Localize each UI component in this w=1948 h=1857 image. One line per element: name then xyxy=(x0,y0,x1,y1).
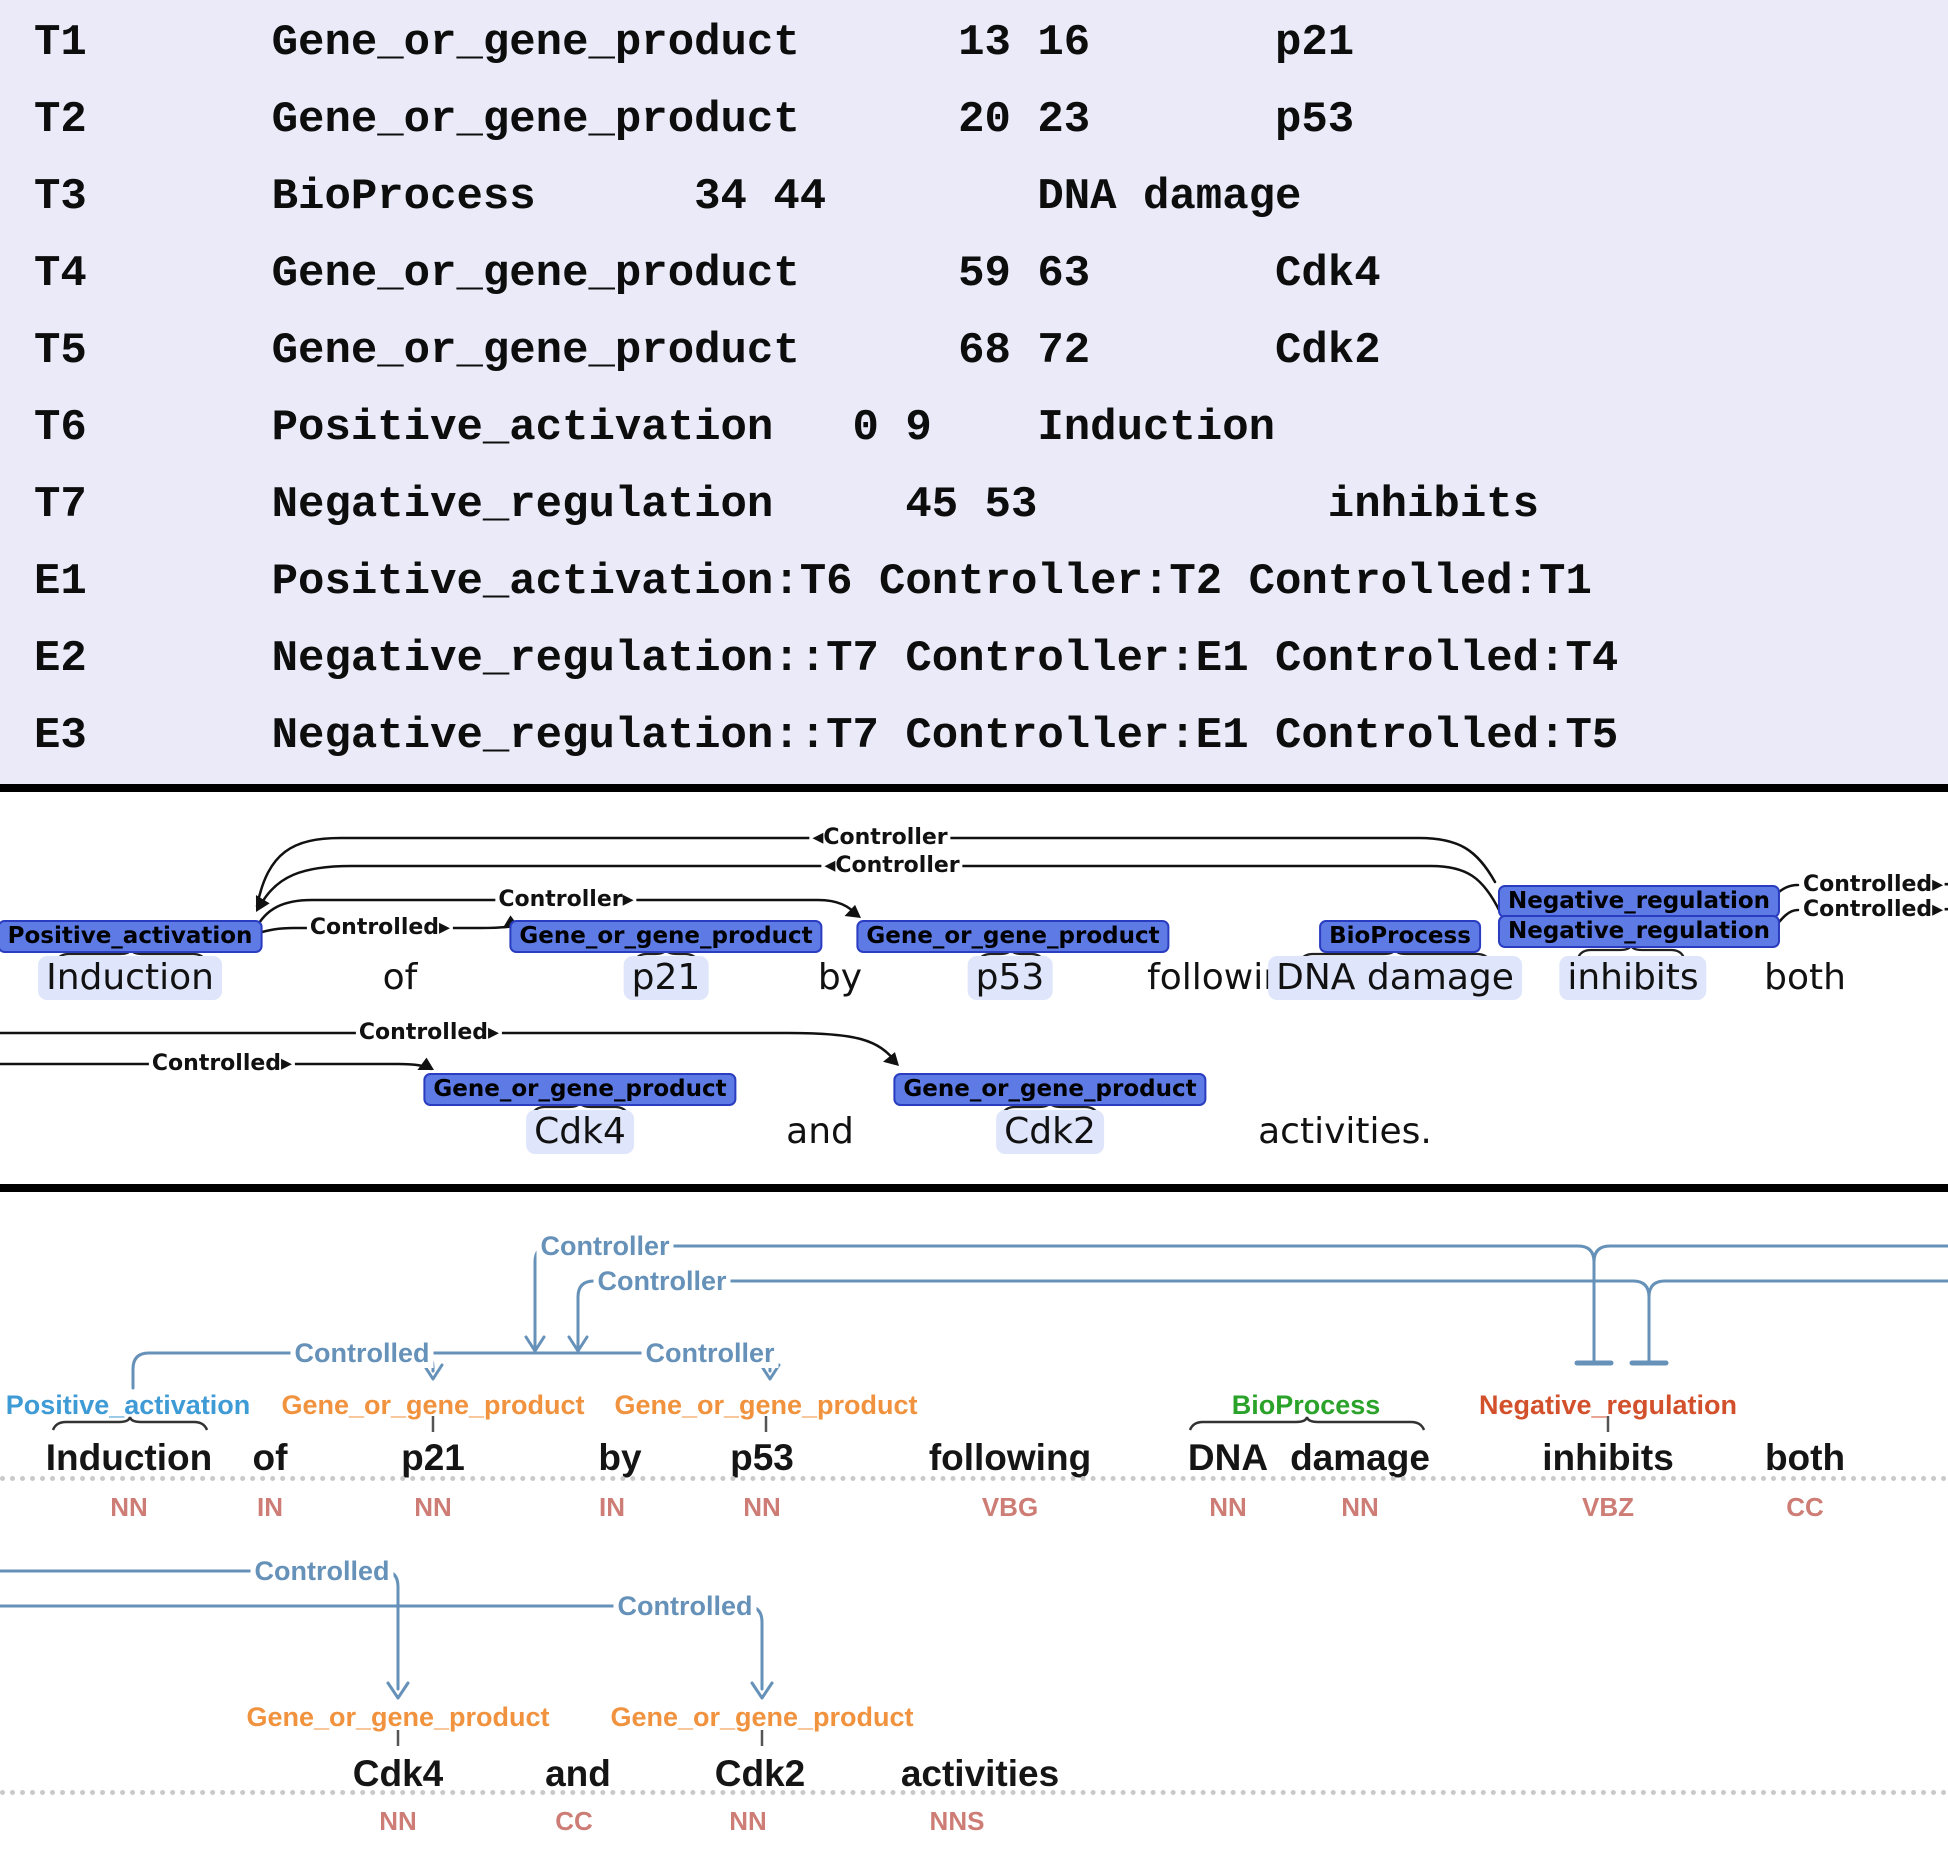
brat-arc-label-controller: Controller▸ xyxy=(495,887,637,913)
annotation-line-T1: T1 Gene_or_gene_product 13 16 p21 xyxy=(34,18,1355,68)
annotation-line-E2: E2 Negative_regulation::T7 Controller:E1… xyxy=(34,634,1619,684)
pos-tag-cc-and: CC xyxy=(555,1806,593,1836)
dep-entity-positive-activation: Positive_activation xyxy=(5,1390,251,1420)
dep-arc-label-controlled-cdk2: Controlled xyxy=(613,1591,757,1621)
dep-token-dna: DNA xyxy=(1187,1437,1269,1478)
dep-token-cdk4: Cdk4 xyxy=(352,1753,444,1794)
brat-token-p21: p21 xyxy=(623,956,709,1000)
annotation-line-T2: T2 Gene_or_gene_product 20 23 p53 xyxy=(34,95,1355,145)
brat-arc-label-controlled-out-1: Controlled▸→ xyxy=(1800,872,1948,898)
pos-tag-nn-p53: NN xyxy=(743,1492,781,1522)
pos-tag-nn-damage: NN xyxy=(1341,1492,1379,1522)
pos-tag-nn-cdk2: NN xyxy=(729,1806,767,1836)
pos-tag-vbz-inhibits: VBZ xyxy=(1582,1492,1634,1522)
entity-box-gene-p21: Gene_or_gene_product xyxy=(509,920,823,953)
entity-box-gene-p53: Gene_or_gene_product xyxy=(856,920,1170,953)
dep-entity-gene-p53: Gene_or_gene_product xyxy=(614,1390,918,1420)
dep-token-inhibits: inhibits xyxy=(1542,1437,1674,1478)
brat-token-cdk2: Cdk2 xyxy=(996,1110,1104,1154)
dep-token-by: by xyxy=(598,1437,642,1478)
brat-arc-label-controlled: Controlled▸ xyxy=(306,915,454,941)
annotation-line-T7: T7 Negative_regulation 45 53 inhibits xyxy=(34,480,1540,530)
pos-tag-nns-activities: NNS xyxy=(929,1806,985,1836)
dep-token-p53: p53 xyxy=(730,1437,794,1478)
annotation-line-T4: T4 Gene_or_gene_product 59 63 Cdk4 xyxy=(34,249,1381,299)
brat-arc-label-controller-e3: ◂Controller xyxy=(821,853,963,879)
brat-token-activities: activities. xyxy=(1258,1111,1432,1152)
dep-token-cdk2: Cdk2 xyxy=(714,1753,806,1794)
token-pos-separator-1 xyxy=(0,1476,1948,1481)
brat-token-cdk4: Cdk4 xyxy=(526,1110,634,1154)
dep-entity-gene-cdk2: Gene_or_gene_product xyxy=(610,1702,914,1732)
brat-token-by: by xyxy=(817,957,863,998)
dep-arc-label-controller-1: Controller xyxy=(536,1231,674,1261)
annotation-line-T6: T6 Positive_activation 0 9 Induction xyxy=(34,403,1276,453)
entity-box-gene-cdk4: Gene_or_gene_product xyxy=(423,1073,737,1106)
annotation-line-E1: E1 Positive_activation:T6 Controller:T2 … xyxy=(34,557,1592,607)
brat-token-and: and xyxy=(786,1111,854,1152)
token-pos-separator-2 xyxy=(0,1790,1948,1795)
brat-arc-label-controlled-cdk2: Controlled▸ xyxy=(355,1020,503,1046)
pos-tag-nn-cdk4: NN xyxy=(379,1806,417,1836)
dep-entity-gene-p21: Gene_or_gene_product xyxy=(281,1390,585,1420)
entity-box-positive-activation: Positive_activation xyxy=(0,920,263,953)
dep-arc-label-controlled-p21: Controlled xyxy=(290,1338,434,1368)
dep-token-following: following xyxy=(928,1437,1092,1478)
pos-tag-vbg-following: VBG xyxy=(981,1492,1039,1522)
entity-box-bioprocess: BioProcess xyxy=(1319,920,1481,953)
brat-token-dna-damage: DNA damage xyxy=(1268,956,1522,1000)
entity-box-gene-cdk2: Gene_or_gene_product xyxy=(893,1073,1207,1106)
entity-box-negative-regulation-2: Negative_regulation xyxy=(1497,915,1781,948)
annotation-line-E3: E3 Negative_regulation::T7 Controller:E1… xyxy=(34,711,1619,761)
pos-tag-in-by: IN xyxy=(599,1492,625,1522)
dep-entity-bioprocess: BioProcess xyxy=(1231,1390,1381,1420)
dep-token-induction: Induction xyxy=(45,1437,213,1478)
pos-tag-nn-p21: NN xyxy=(414,1492,452,1522)
dep-token-activities: activities xyxy=(900,1753,1060,1794)
brat-token-induction: Induction xyxy=(38,956,222,1000)
pos-tag-cc-both: CC xyxy=(1786,1492,1824,1522)
dep-token-p21: p21 xyxy=(401,1437,465,1478)
brat-token-inhibits: inhibits xyxy=(1559,956,1707,1000)
brat-token-both: both xyxy=(1764,957,1846,998)
dep-arc-label-controller-p53: Controller xyxy=(641,1338,779,1368)
dep-entity-gene-cdk4: Gene_or_gene_product xyxy=(246,1702,550,1732)
brat-arc-label-controlled-cdk4: Controlled▸ xyxy=(148,1051,296,1077)
dep-token-damage: damage xyxy=(1290,1437,1430,1478)
brat-token-p53: p53 xyxy=(967,956,1053,1000)
dep-token-and: and xyxy=(545,1753,611,1794)
brat-token-of: of xyxy=(382,957,418,998)
brat-arc-label-controller-e2: ◂Controller xyxy=(809,825,951,851)
dep-arc-label-controller-2: Controller xyxy=(593,1266,731,1296)
pos-tag-nn-dna: NN xyxy=(1209,1492,1247,1522)
dep-arc-label-controlled-cdk4: Controlled xyxy=(250,1556,394,1586)
annotation-file-panel: T1 Gene_or_gene_product 13 16 p21 T2 Gen… xyxy=(0,0,1948,792)
annotation-line-T5: T5 Gene_or_gene_product 68 72 Cdk2 xyxy=(34,326,1381,376)
annotation-line-T3: T3 BioProcess 34 44 DNA damage xyxy=(34,172,1302,222)
brat-arc-label-controlled-out-2: Controlled▸→ xyxy=(1800,897,1948,923)
dep-token-of: of xyxy=(252,1437,288,1478)
pos-tag-nn-induction: NN xyxy=(110,1492,148,1522)
entity-box-negative-regulation-1: Negative_regulation xyxy=(1497,885,1781,918)
pos-tag-in-of: IN xyxy=(257,1492,283,1522)
dep-entity-negative-regulation: Negative_regulation xyxy=(1478,1390,1738,1420)
dep-token-both: both xyxy=(1764,1437,1846,1478)
